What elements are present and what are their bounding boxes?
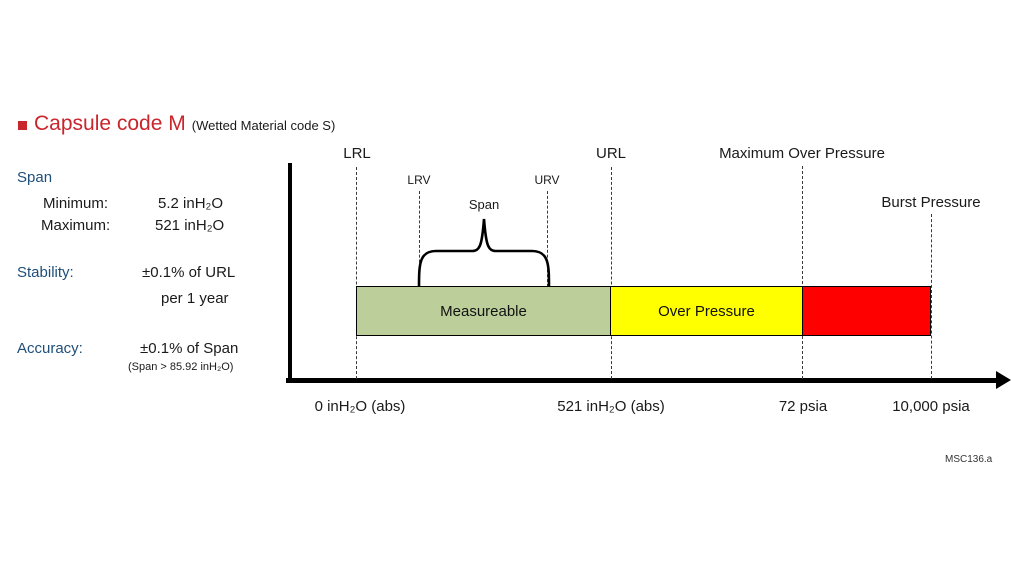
accuracy-value: ±0.1% of Span [140, 340, 239, 357]
figure-code: MSC136.a [945, 454, 993, 465]
urv-label: URV [534, 173, 560, 187]
bullet-square-icon [18, 120, 27, 130]
span-max-label: Maximum: [41, 217, 111, 234]
over-pressure-bar-label: Over Pressure [658, 302, 755, 320]
urv-dashed-line [547, 191, 548, 287]
measurable-bar-label: Measureable [440, 302, 527, 320]
x-axis-line [286, 378, 998, 383]
span-section-label: Span [17, 169, 53, 186]
axis-label-72psia: 72 psia [778, 398, 828, 415]
span-brace-icon [417, 218, 551, 290]
span-max-value: 521 inH₂O [155, 217, 225, 234]
stability-value: ±0.1% of URL [142, 264, 236, 281]
lrv-dashed-line [419, 191, 420, 287]
page-title: Capsule code M (Wetted Material code S) [18, 112, 335, 136]
accuracy-note: (Span > 85.92 inH₂O) [128, 361, 234, 373]
lrl-dashed-line [356, 167, 357, 379]
max-over-pressure-label: Maximum Over Pressure [719, 145, 885, 162]
url-label: URL [595, 145, 627, 162]
stability-label: Stability: [17, 264, 74, 281]
max-over-pressure-dashed-line [802, 166, 803, 379]
axis-label-10000psia: 10,000 psia [892, 398, 970, 415]
over-pressure-range-bar: Over Pressure [610, 286, 803, 336]
url-dashed-line [611, 167, 612, 379]
burst-pressure-dashed-line [931, 214, 932, 379]
lrl-label: LRL [343, 145, 371, 162]
y-axis-line [288, 163, 292, 383]
span-marker-label: Span [468, 197, 500, 212]
title-text: Capsule code M [34, 112, 186, 135]
lrv-label: LRV [407, 173, 431, 187]
burst-range-bar [802, 286, 931, 336]
span-min-value: 5.2 inH₂O [158, 195, 224, 212]
stability-value-line2: per 1 year [161, 290, 229, 307]
title-suffix: (Wetted Material code S) [191, 118, 336, 133]
burst-pressure-label: Burst Pressure [881, 194, 981, 211]
accuracy-label: Accuracy: [17, 340, 83, 357]
measurable-range-bar: Measureable [356, 286, 611, 336]
axis-label-zero: 0 inH₂O (abs) [314, 398, 406, 415]
axis-arrowhead-icon [996, 371, 1011, 389]
axis-label-521: 521 inH₂O (abs) [557, 398, 665, 415]
span-min-label: Minimum: [43, 195, 109, 212]
